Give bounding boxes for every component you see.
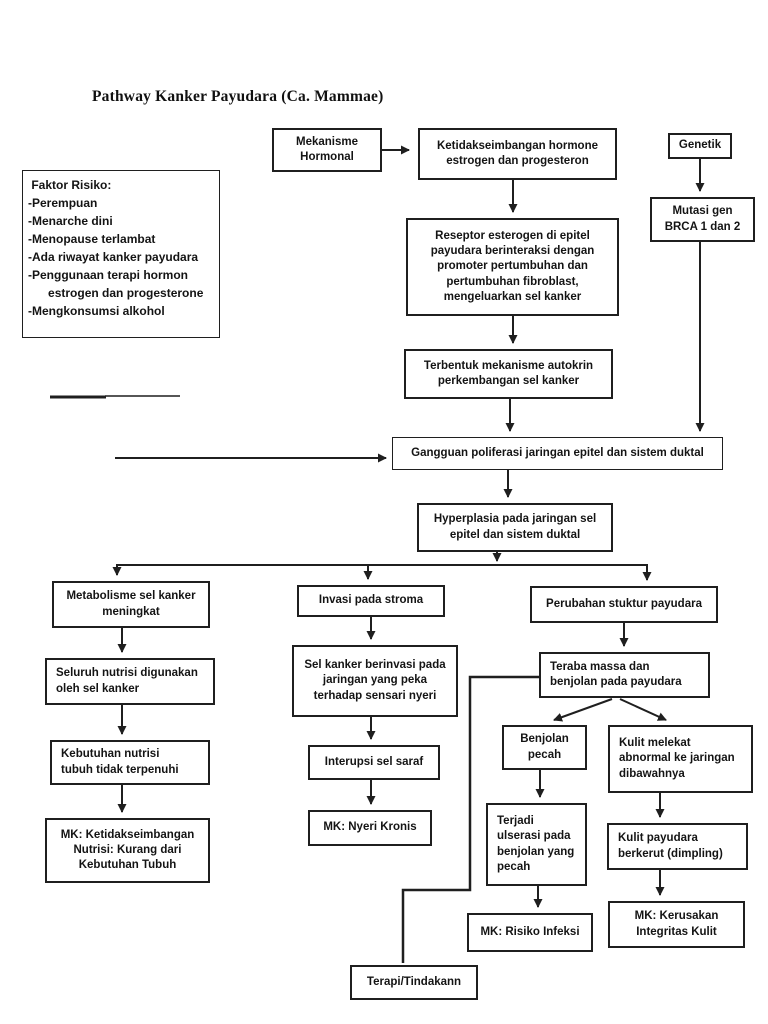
- node-benjolan-pecah: Benjolan pecah: [502, 725, 587, 770]
- node-terapi-tindakan: Terapi/Tindakann: [350, 965, 478, 1000]
- node-teraba-massa: Teraba massa dan benjolan pada payudara: [539, 652, 710, 698]
- node-interupsi-sel-saraf: Interupsi sel saraf: [308, 745, 440, 780]
- node-mk-nyeri-kronis: MK: Nyeri Kronis: [308, 810, 432, 846]
- node-seluruh-nutrisi: Seluruh nutrisi digunakan oleh sel kanke…: [45, 658, 215, 705]
- node-invasi-stroma: Invasi pada stroma: [297, 585, 445, 617]
- page-title: Pathway Kanker Payudara (Ca. Mammae): [92, 88, 384, 105]
- node-kulit-berkerut-dimpling: Kulit payudara berkerut (dimpling): [607, 823, 748, 870]
- node-mekanisme-hormonal: Mekanisme Hormonal: [272, 128, 382, 172]
- node-kulit-melekat: Kulit melekat abnormal ke jaringan dibaw…: [608, 725, 753, 793]
- node-mutasi-gen-brca: Mutasi gen BRCA 1 dan 2: [650, 197, 755, 242]
- node-metabolisme-sel-kanker: Metabolisme sel kanker meningkat: [52, 581, 210, 628]
- node-sel-kanker-berinvasi: Sel kanker berinvasi pada jaringan yang …: [292, 645, 458, 717]
- node-mk-ketidakseimbangan-nutrisi: MK: Ketidakseimbangan Nutrisi: Kurang da…: [45, 818, 210, 883]
- node-mk-risiko-infeksi: MK: Risiko Infeksi: [467, 913, 593, 952]
- node-reseptor-esterogen: Reseptor esterogen di epitel payudara be…: [406, 218, 619, 316]
- node-terjadi-ulserasi: Terjadi ulserasi pada benjolan yang peca…: [486, 803, 587, 886]
- arrow-teraba-to-kulit-melekat: [619, 698, 667, 721]
- node-ketidakseimbangan-hormon: Ketidakseimbangan hormone estrogen dan p…: [418, 128, 617, 180]
- node-hyperplasia: Hyperplasia pada jaringan sel epitel dan…: [417, 503, 613, 552]
- risk-factors-box: Faktor Risiko: -Perempuan -Menarche dini…: [22, 170, 220, 338]
- node-perubahan-struktur: Perubahan stuktur payudara: [530, 586, 718, 623]
- node-terbentuk-autokrin: Terbentuk mekanisme autokrin perkembanga…: [404, 349, 613, 399]
- arrow-teraba-to-benjolan: [553, 698, 613, 722]
- node-mk-kerusakan-integritas: MK: Kerusakan Integritas Kulit: [608, 901, 745, 948]
- node-gangguan-poliferasi: Gangguan poliferasi jaringan epitel dan …: [392, 437, 723, 470]
- node-kebutuhan-nutrisi: Kebutuhan nutrisi tubuh tidak terpenuhi: [50, 740, 210, 785]
- node-genetik: Genetik: [668, 133, 732, 159]
